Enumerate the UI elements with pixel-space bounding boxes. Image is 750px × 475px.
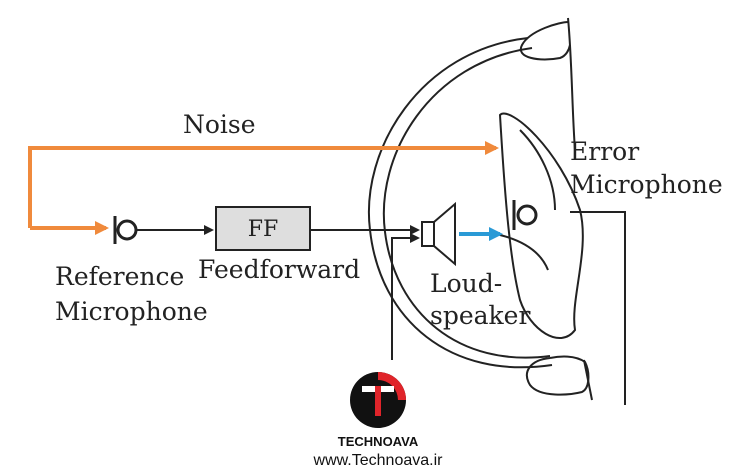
error-mic-icon [512,200,538,230]
loudspeaker-wire [391,233,420,360]
error-mic-wire [570,211,626,405]
loudspeaker-icon [421,201,456,267]
technoava-logo-icon [350,372,406,428]
feedforward-label: Feedforward [198,255,360,284]
error-mic-label-line1: Error [570,137,639,166]
inner-ear-shell [498,112,584,340]
brand-name: TECHNOAVA [338,434,419,449]
loudspeaker-label-line2: speaker [430,301,530,330]
noise-label: Noise [183,110,256,139]
reference-mic-label-line1: Reference [55,262,184,291]
ff-block [215,206,311,251]
brand-url[interactable]: www.Technoava.ir [313,452,444,469]
error-mic-label-line2: Microphone [570,170,723,199]
loudspeaker-label: Loud- speaker [430,269,530,330]
ff-block-label: FF [248,217,279,242]
noise-path [28,141,499,235]
reference-mic-icon [113,216,138,244]
reference-mic-label-line2: Microphone [55,297,208,326]
error-mic-label: Error Microphone [570,137,723,199]
loudspeaker-label-line1: Loud- [430,269,502,298]
reference-mic-label: Reference Microphone [55,262,208,326]
headphone-outline [519,17,593,401]
